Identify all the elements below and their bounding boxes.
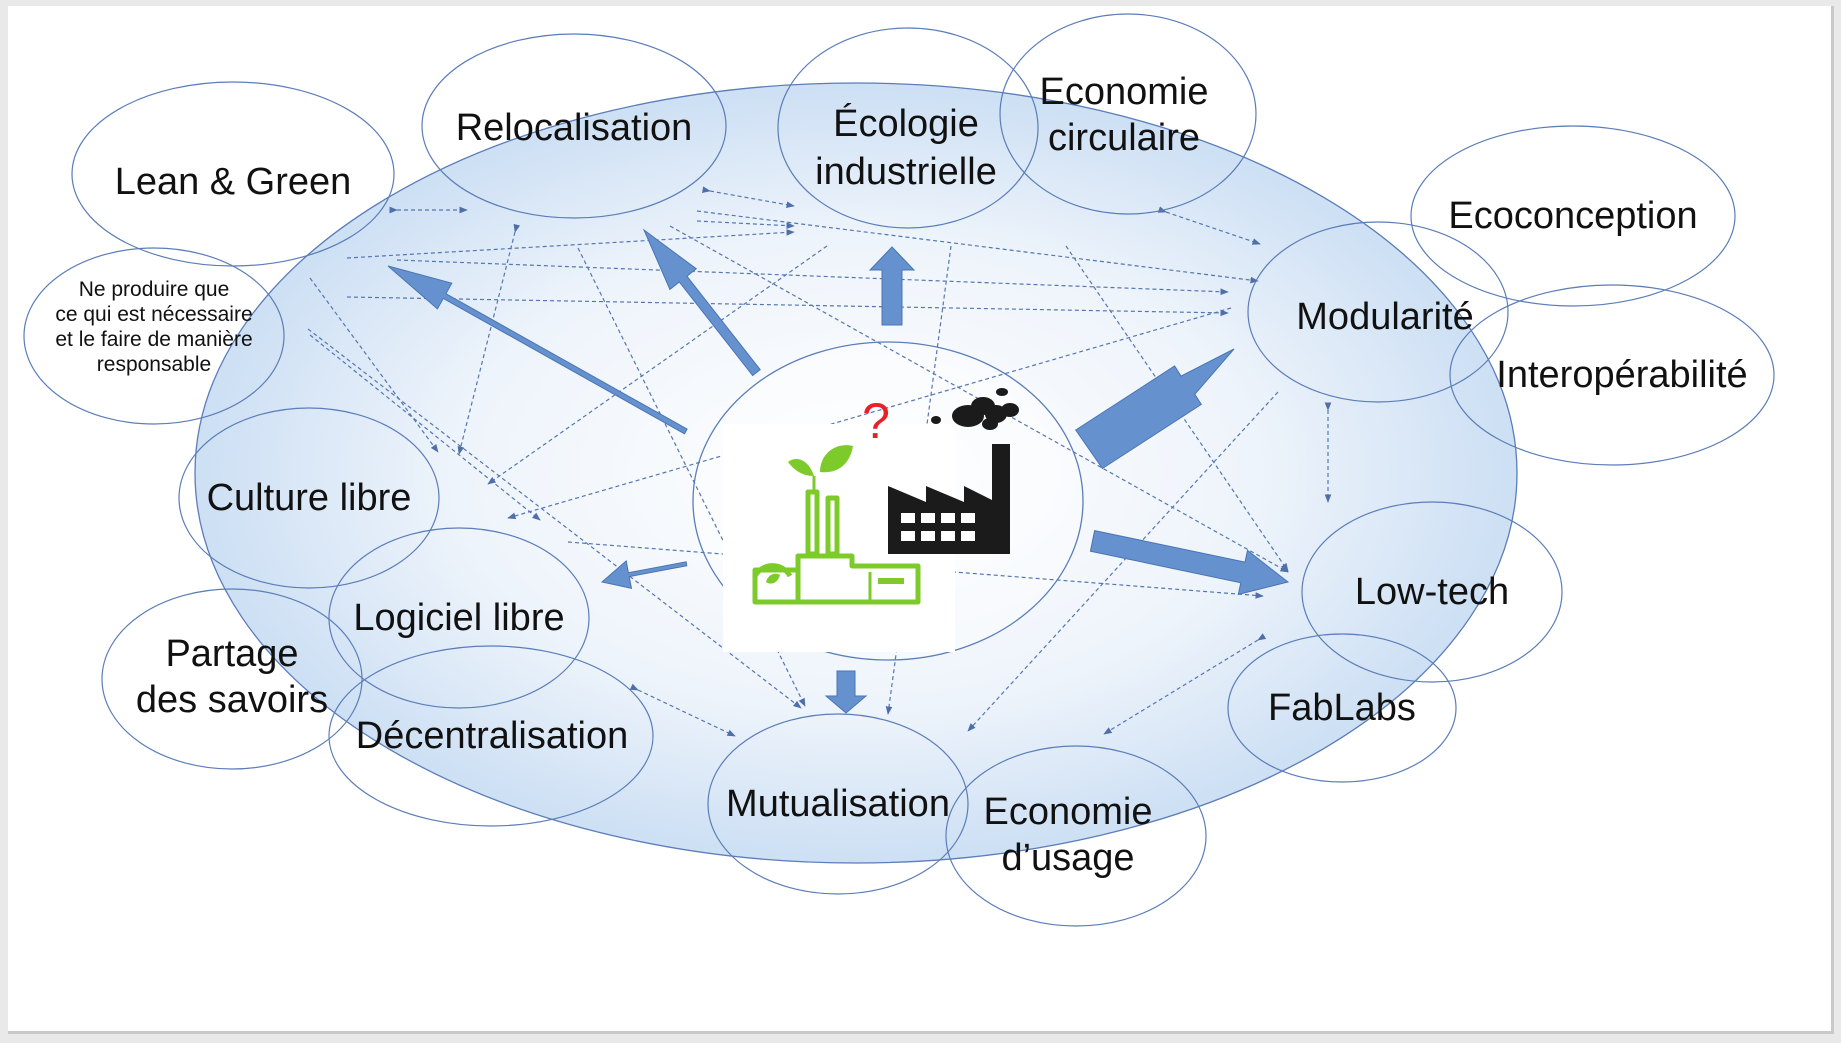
slide-canvas: Lean & Green Relocalisation Écologie ind…: [8, 6, 1834, 1034]
black-factory-icon: [888, 444, 1010, 554]
center-illustration: ?: [723, 388, 1019, 652]
label-ecologie-1: Écologie: [833, 102, 979, 145]
label-relocalisation: Relocalisation: [456, 107, 693, 149]
label-ne-produire-1: Ne produire que: [79, 278, 230, 301]
concept-labels: Lean & Green Relocalisation Écologie ind…: [55, 71, 1747, 879]
arrow-to-ecologie: [868, 246, 916, 326]
arrow-to-modularite: [1074, 348, 1235, 470]
label-low-tech: Low-tech: [1355, 571, 1509, 613]
label-lean-green: Lean & Green: [115, 161, 352, 203]
label-partage-1: Partage: [165, 633, 298, 675]
arrow-to-mutualisation: [824, 670, 868, 714]
leaf-icon: [766, 445, 853, 584]
label-ne-produire-4: responsable: [97, 353, 211, 376]
block-arrows: [387, 228, 1290, 714]
label-mutualisation: Mutualisation: [726, 783, 950, 825]
arrow-to-lean-green: [387, 265, 688, 435]
label-economie-circulaire-1: Economie: [1040, 71, 1209, 113]
label-logiciel-libre: Logiciel libre: [353, 597, 564, 639]
label-ecologie-2: industrielle: [815, 151, 997, 193]
label-economie-usage-2: d’usage: [1001, 837, 1134, 879]
label-economie-usage-1: Economie: [984, 791, 1153, 833]
question-mark: ?: [862, 393, 890, 449]
label-modularite: Modularité: [1296, 296, 1473, 338]
label-fablabs: FabLabs: [1268, 687, 1416, 729]
green-factory-icon: [752, 489, 921, 605]
concept-ellipses: [23, 13, 1775, 927]
arrow-to-logiciel-libre: [600, 559, 688, 590]
label-partage-2: des savoirs: [136, 679, 328, 721]
label-ne-produire-3: et le faire de manière: [55, 328, 252, 351]
label-interoperabilite: Interopérabilité: [1496, 354, 1747, 396]
dashed-links: [307, 186, 1332, 737]
label-ne-produire-2: ce qui est nécessaire: [55, 303, 252, 326]
label-ecoconception: Ecoconception: [1448, 195, 1697, 237]
smoke-icon: [931, 388, 1019, 430]
arrow-to-relocalisation: [642, 228, 761, 377]
label-decentralisation: Décentralisation: [356, 715, 628, 757]
label-culture-libre: Culture libre: [207, 477, 412, 519]
concept-map-diagram: Lean & Green Relocalisation Écologie ind…: [23, 13, 1775, 927]
arrow-to-low-tech: [1089, 530, 1290, 596]
label-economie-circulaire-2: circulaire: [1048, 117, 1200, 159]
